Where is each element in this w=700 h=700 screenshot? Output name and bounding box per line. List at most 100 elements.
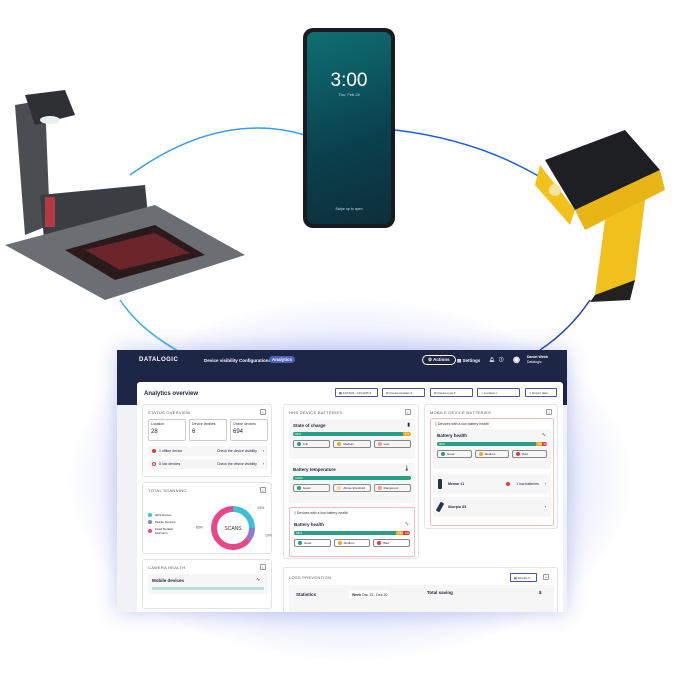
- alert-text: ▯ Devices with a low battery health: [294, 511, 348, 515]
- help-icon[interactable]: ⓘ: [499, 357, 504, 362]
- bar-segment: 93%: [293, 432, 403, 436]
- bar-segment: 6%: [396, 531, 404, 535]
- page-title: Analytics overview: [144, 391, 199, 397]
- battery-bar: 88%6%6%: [294, 531, 410, 535]
- info-icon[interactable]: i: [405, 409, 411, 415]
- week-range: Week Dec 13 - Dec 20: [349, 591, 391, 599]
- period-label: Weekly: [517, 576, 528, 580]
- legend-button[interactable]: Good: [294, 539, 331, 547]
- low-battery-health-alert: ▯ Devices with a low battery health Batt…: [289, 507, 415, 557]
- battery-icon: ▮: [407, 422, 410, 428]
- arc-left: [129, 127, 306, 176]
- location-filter[interactable]: ⛬ Location ▾: [477, 388, 520, 397]
- legend-button[interactable]: Dangerous: [373, 484, 411, 492]
- alert-label: Devices with a low battery health: [437, 422, 489, 426]
- bar-segment: 5%: [536, 442, 543, 446]
- chevron-right-icon: ›: [262, 449, 264, 453]
- device-type-filter[interactable]: ⚙ Device type ▾: [430, 388, 473, 397]
- export-data-button[interactable]: ⇩ Export data: [525, 388, 557, 397]
- hhs-batteries-panel: HHS DEVICE BATTERIES i State of charge ▮ 9…: [283, 404, 419, 559]
- device-thumbnail-icon: [435, 501, 445, 513]
- nav-analytics[interactable]: Analytics: [269, 356, 296, 363]
- dashboard-window: DATALOGIC Device visibility Configuratio…: [117, 350, 567, 612]
- statistics-title: Statistics: [296, 592, 317, 597]
- battery-bar: 100%: [293, 476, 411, 480]
- device-thumbnail-icon: [438, 479, 442, 489]
- chevron-right-icon: ›: [544, 482, 546, 486]
- user-avatar-icon[interactable]: ◉: [513, 355, 520, 364]
- alert-label: Devices with a low battery health: [296, 511, 348, 515]
- legend-button[interactable]: Above threshold: [333, 484, 371, 492]
- legend-swatch: [148, 520, 152, 524]
- legend-button[interactable]: Full: [293, 440, 331, 448]
- legend-button[interactable]: Low: [373, 440, 411, 448]
- donut-label: 10%: [265, 533, 272, 537]
- info-icon[interactable]: i: [260, 487, 266, 493]
- user-org: Datalogic: [527, 360, 542, 364]
- info-icon[interactable]: i: [260, 409, 266, 415]
- phone-clock: 3:00: [330, 70, 368, 91]
- stat-value: 6: [192, 429, 196, 435]
- period-select[interactable]: ▦ Weekly ▾: [510, 573, 537, 582]
- settings-button[interactable]: ▤ Settings: [457, 358, 481, 363]
- legend-button[interactable]: Good: [293, 484, 331, 492]
- nav-device-visibility[interactable]: Device visibility: [204, 358, 238, 363]
- donut-label: 65%: [196, 525, 203, 529]
- statistics-section: Statistics Week Dec 13 - Dec 20 Total sa…: [289, 585, 554, 612]
- status-action: Check the device visibility: [216, 462, 257, 466]
- battery-bar: 90%5%5%: [437, 442, 547, 446]
- date-filter[interactable]: ▦ 12/13/24 - 12/13/25 ▾: [335, 388, 378, 397]
- mobile-batteries-title: MOBILE DEVICE BATTERIES: [430, 410, 492, 415]
- legend-dot: [297, 486, 301, 490]
- legend-label: Bad: [383, 541, 389, 545]
- bell-icon[interactable]: 🔔︎: [489, 357, 495, 362]
- legend-label: Good: [303, 486, 311, 490]
- actions-button[interactable]: ⚙ Actions: [422, 355, 456, 365]
- camera-health-title: CAMERA HEALTH: [148, 565, 186, 570]
- section-title: Battery temperature: [293, 467, 336, 472]
- info-icon[interactable]: i: [260, 564, 266, 570]
- phone-unlock-hint: Swipe up to open: [335, 207, 363, 211]
- legend-button[interactable]: Bad: [373, 539, 411, 547]
- mobile-computer-image: 3:00 Thu, Feb 24 Swipe up to open: [303, 28, 395, 228]
- legend-button[interactable]: Medium: [333, 539, 371, 547]
- legend-item: Fixed Retailer Scanners: [148, 527, 186, 535]
- offline-dot-icon: [152, 449, 156, 453]
- datalogic-logo: DATALOGIC: [139, 357, 179, 363]
- camera-sub-title: Mobile devices: [152, 578, 185, 583]
- handheld-scanner-image: [535, 130, 665, 302]
- legend-label: Medium: [343, 442, 354, 446]
- user-name: Daniel Webb: [527, 355, 548, 359]
- hhs-batteries-title: HHS DEVICE BATTERIES: [289, 410, 343, 415]
- arc-right: [394, 129, 546, 181]
- legend-button[interactable]: Medium: [474, 450, 510, 458]
- low-battery-health-alert: ▯ Devices with a low battery health Batt…: [430, 418, 554, 526]
- settings-label: Settings: [462, 358, 481, 363]
- legend-button[interactable]: Bad: [512, 450, 548, 458]
- pulse-icon: ∿: [404, 521, 409, 527]
- pulse-icon: ∿: [256, 577, 261, 583]
- legend-button[interactable]: Good: [437, 450, 472, 458]
- device-row[interactable]: Skorpio X5›: [433, 497, 551, 517]
- nav-configurations[interactable]: Configurations: [239, 358, 271, 363]
- device-families-filter[interactable]: ⚙ Device families ▾: [382, 388, 425, 397]
- legend-label: Low: [383, 442, 390, 446]
- legend-label: Good: [304, 541, 312, 545]
- scanning-donut-chart: 25%10%65%SCANS: [196, 506, 272, 550]
- week-range-label: Dec 13 - Dec 20: [362, 593, 388, 597]
- section-title: State of charge: [293, 423, 326, 428]
- collapse-icon[interactable]: ^: [543, 574, 549, 580]
- info-icon[interactable]: i: [546, 409, 552, 415]
- legend-button[interactable]: Medium: [333, 440, 371, 448]
- stat-label: Online devices: [233, 422, 256, 426]
